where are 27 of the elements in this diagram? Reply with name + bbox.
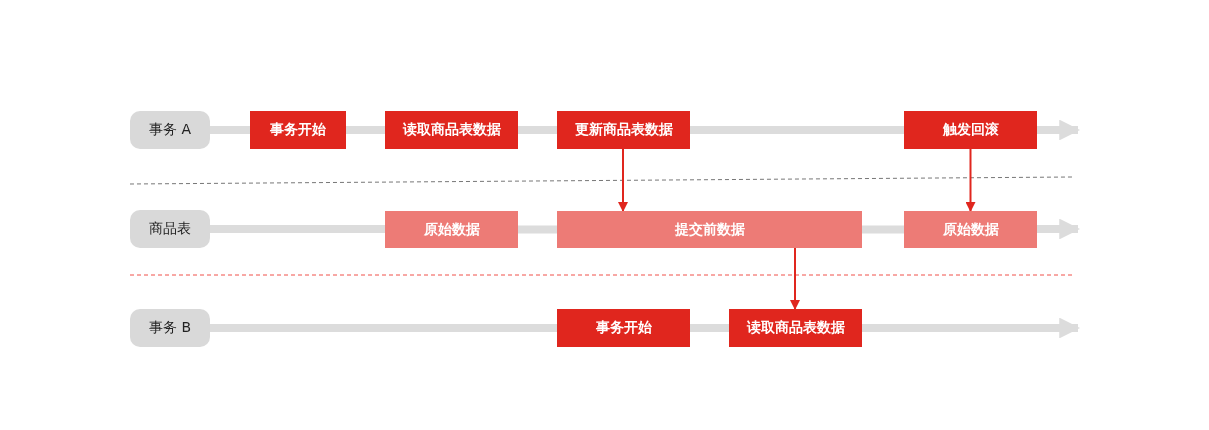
lane-label: 事务 B [130, 309, 210, 347]
lane-label: 事务 A [130, 111, 210, 149]
timeline-arrow [862, 317, 1081, 339]
timeline-arrow [1037, 218, 1081, 240]
timeline-line [690, 126, 904, 134]
timeline-line [518, 225, 557, 234]
arrow [790, 247, 800, 310]
timeline-line [210, 225, 385, 233]
timeline-line [210, 126, 250, 134]
timeline-line [210, 324, 557, 332]
timeline-line [862, 225, 904, 234]
timeline-arrow [1037, 119, 1081, 141]
data-box: 原始数据 [904, 211, 1037, 248]
data-box: 提交前数据 [557, 211, 862, 248]
timeline-line [518, 126, 557, 134]
step-box: 读取商品表数据 [729, 309, 862, 347]
step-box: 读取商品表数据 [385, 111, 518, 149]
timeline-line [690, 324, 729, 332]
step-box: 触发回滚 [904, 111, 1037, 149]
arrow [618, 148, 628, 212]
timeline-line [346, 126, 385, 134]
step-box: 事务开始 [557, 309, 690, 347]
lane-label: 商品表 [130, 210, 210, 248]
data-box: 原始数据 [385, 211, 518, 248]
step-box: 事务开始 [250, 111, 346, 149]
arrow [965, 148, 976, 212]
step-box: 更新商品表数据 [557, 111, 690, 149]
